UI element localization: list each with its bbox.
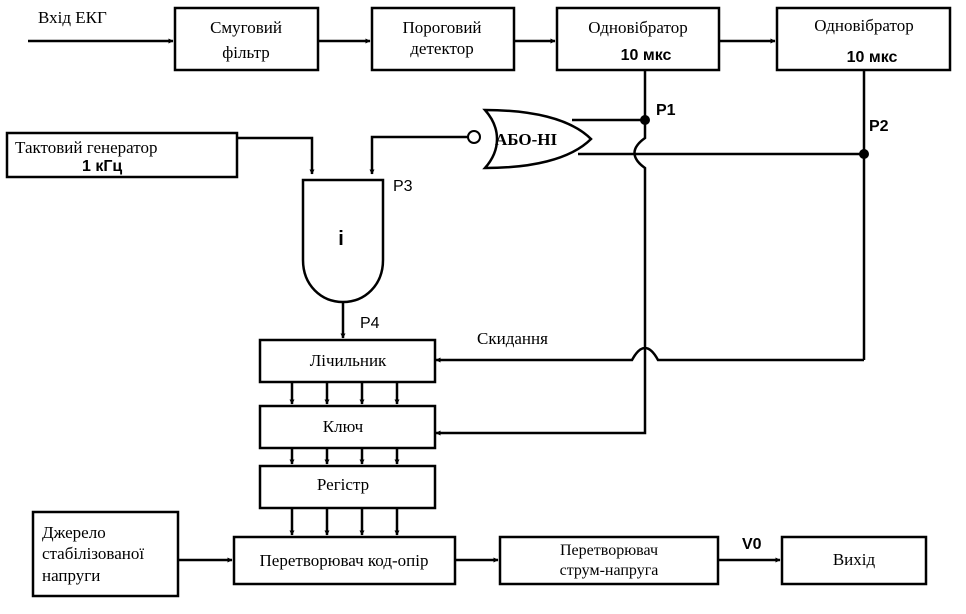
counter-block: Лічильник: [258, 338, 437, 384]
input-label: Вхід ЕКГ: [38, 8, 107, 27]
voltage-source-block: Джерело стабілізованої напруги: [31, 510, 180, 598]
key-label: Ключ: [323, 417, 364, 436]
oneshot-2-block: Одновібратор 10 мкс: [775, 6, 952, 72]
and-gate-label: і: [338, 228, 344, 250]
counter-to-key-arrows: [289, 382, 400, 405]
p1-label: P1: [656, 102, 676, 119]
wire-reset-to-counter: [435, 346, 864, 363]
p4-label: P4: [360, 315, 380, 332]
clock-value: 1 кГц: [82, 158, 122, 175]
wire-p1-down-to-key: [435, 120, 647, 436]
bandpass-filter-block: Смуговий фільтр: [173, 6, 320, 72]
oneshot-2-title: Одновібратор: [814, 16, 914, 35]
clock-generator-block: Тактовий генератор 1 кГц: [5, 131, 239, 179]
and-gate: і: [301, 178, 385, 304]
current-voltage-converter-block: Перетворювач струм-напруга: [498, 535, 720, 586]
register-block: Регістр: [258, 464, 437, 510]
register-label: Регістр: [317, 475, 369, 494]
wire-clock-to-and: [237, 136, 315, 175]
filter-line-2: фільтр: [222, 43, 269, 62]
source-line-1: Джерело: [42, 523, 106, 542]
nor-gate-label: АБО-НІ: [495, 130, 558, 149]
key-block: Ключ: [258, 404, 437, 450]
wire-nor-to-and: [369, 135, 468, 175]
detector-line-2: детектор: [410, 39, 473, 58]
oneshot-2-value: 10 мкс: [847, 49, 898, 66]
source-line-2: стабілізованої: [42, 544, 144, 563]
nor-gate: АБО-НІ: [467, 108, 593, 170]
counter-label: Лічильник: [310, 351, 387, 370]
key-to-register-arrows: [289, 448, 400, 465]
filter-line-1: Смуговий: [210, 18, 282, 37]
detector-line-1: Пороговий: [402, 18, 481, 37]
code-resistance-converter-block: Перетворювач код-опір: [232, 535, 457, 586]
clock-title: Тактовий генератор: [15, 138, 157, 157]
output-label: Вихід: [833, 550, 876, 569]
p2-junction: [859, 149, 869, 159]
iv-line-1: Перетворювач: [560, 542, 658, 559]
output-block: Вихід: [780, 535, 928, 586]
p3-label: P3: [393, 178, 413, 195]
v0-label: V0: [742, 536, 762, 553]
reset-label: Скидання: [477, 329, 548, 348]
source-line-3: напруги: [42, 566, 100, 585]
register-to-dac-arrows: [289, 508, 400, 536]
nor-output-bubble: [467, 130, 481, 144]
threshold-detector-block: Пороговий детектор: [370, 6, 516, 72]
oneshot-1-title: Одновібратор: [588, 18, 688, 37]
p2-label: P2: [869, 118, 889, 135]
iv-line-2: струм-напруга: [560, 562, 659, 579]
dac-label: Перетворювач код-опір: [260, 551, 429, 570]
oneshot-1-block: Одновібратор 10 мкс: [555, 6, 721, 72]
oneshot-1-value: 10 мкс: [621, 47, 672, 64]
